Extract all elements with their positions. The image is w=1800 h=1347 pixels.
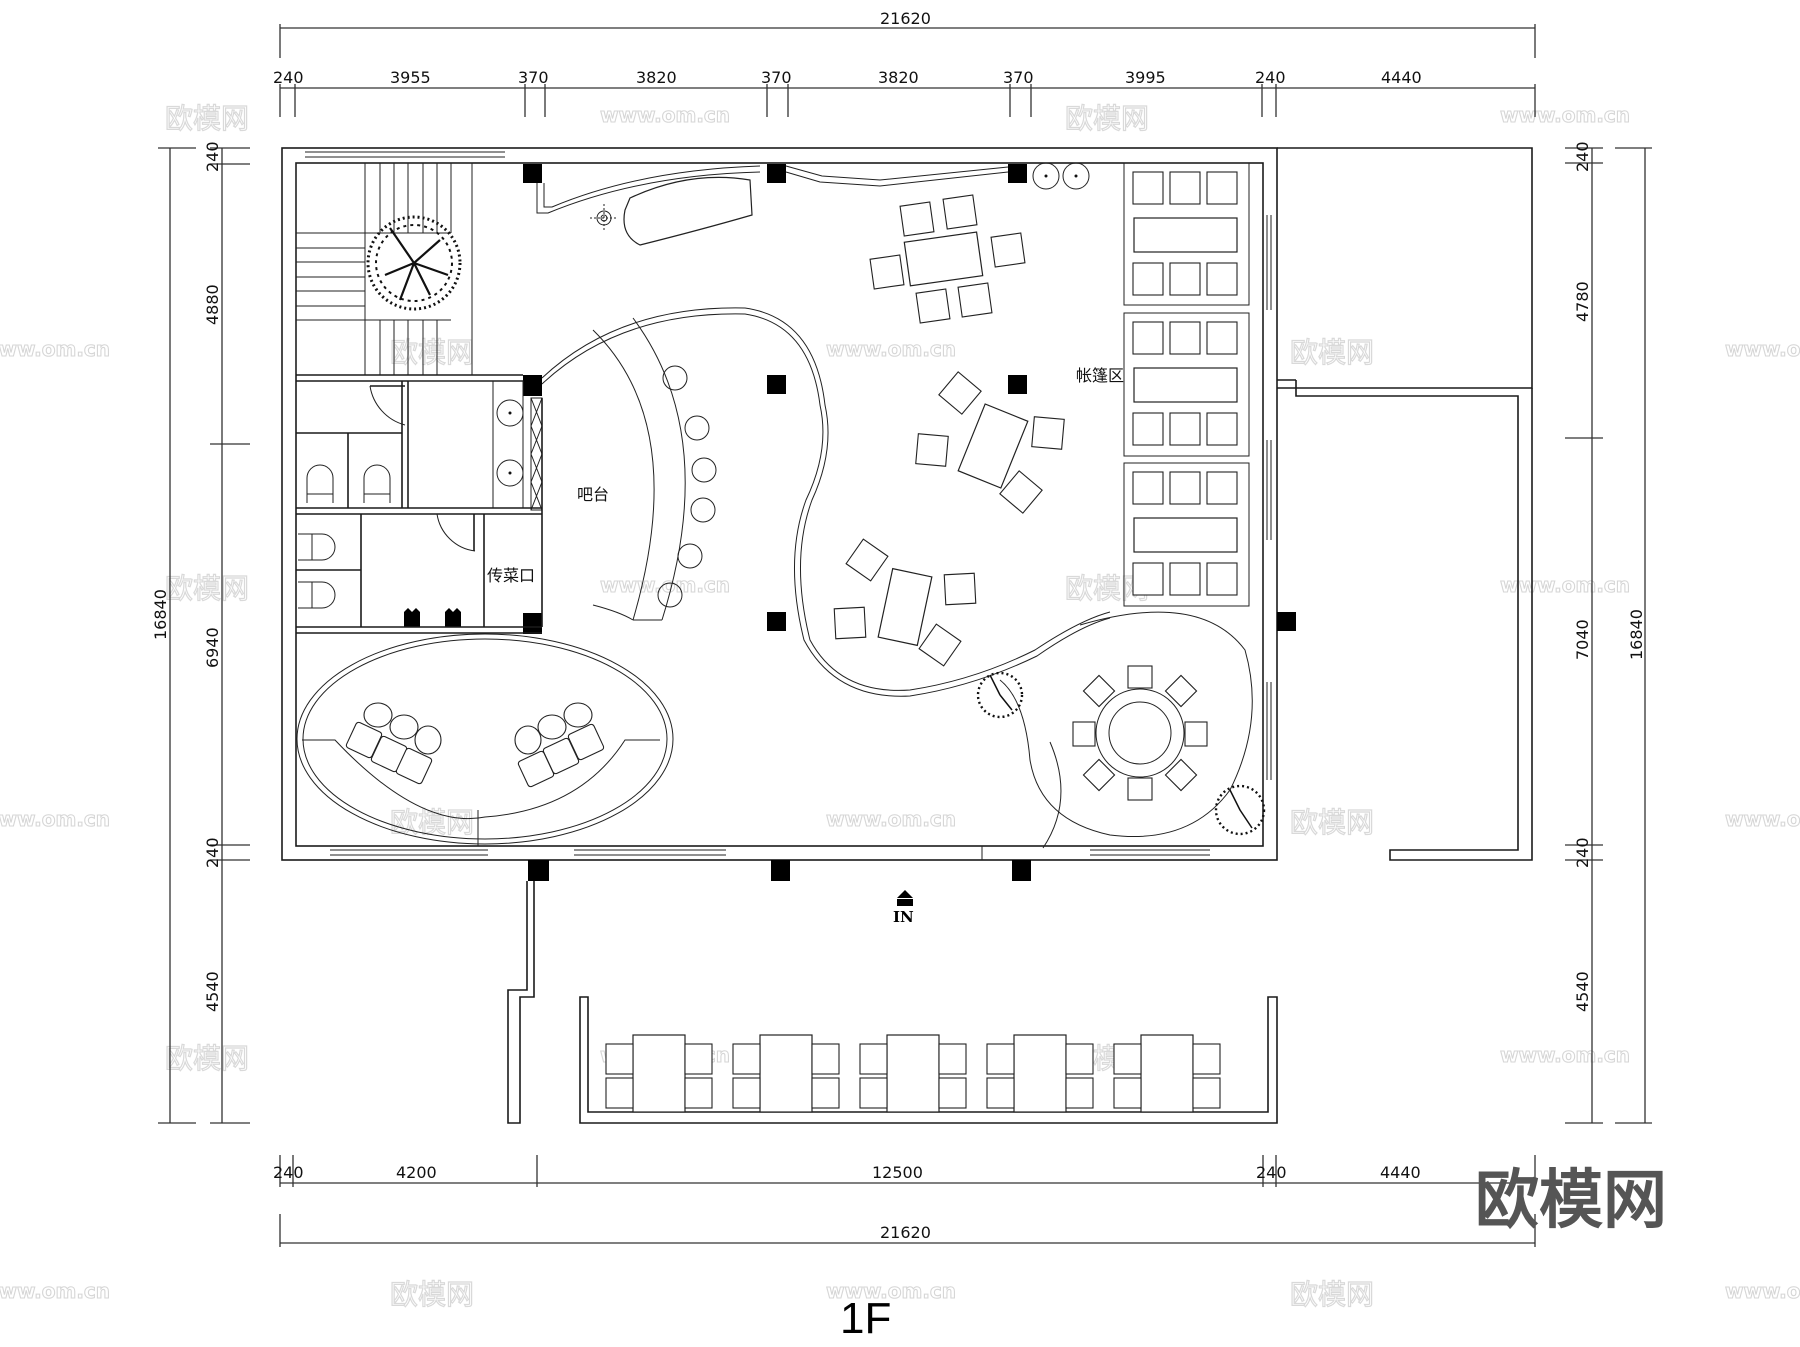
svg-text:240: 240 — [1573, 141, 1592, 172]
reception-area — [536, 162, 1090, 246]
svg-text:6940: 6940 — [203, 627, 222, 668]
svg-text:欧模网: 欧模网 — [1065, 102, 1149, 135]
svg-text:4200: 4200 — [396, 1163, 437, 1182]
svg-text:4440: 4440 — [1381, 68, 1422, 87]
svg-text:4880: 4880 — [203, 284, 222, 325]
svg-text:欧模网: 欧模网 — [390, 336, 474, 369]
svg-text:3820: 3820 — [636, 68, 677, 87]
compass-marker-icon — [590, 204, 618, 232]
staircase — [295, 162, 473, 376]
building-shell — [281, 147, 1278, 861]
svg-text:www.om.cn: www.om.cn — [1725, 337, 1800, 361]
right-total-dim: 16840 — [1627, 609, 1646, 660]
left-total-dim: 16840 — [151, 589, 170, 640]
tent-area: 帐篷区 — [1076, 162, 1250, 607]
terrace-tables — [605, 1034, 1221, 1113]
svg-text:www.om.cn: www.om.cn — [1500, 573, 1630, 597]
left-dimensions: 16840 240 4880 6940 240 4540 — [151, 141, 250, 1124]
floor-title: 1F — [840, 1294, 891, 1343]
svg-text:4540: 4540 — [1573, 971, 1592, 1012]
svg-text:240: 240 — [203, 837, 222, 868]
entrance: IN — [893, 890, 914, 926]
svg-text:欧模网: 欧模网 — [165, 1042, 249, 1075]
bar-counter: 吧台 — [541, 307, 1111, 697]
svg-text:240: 240 — [1256, 1163, 1287, 1182]
svg-text:12500: 12500 — [872, 1163, 923, 1182]
svg-text:4440: 4440 — [1380, 1163, 1421, 1182]
sofa-group-left — [345, 702, 442, 785]
booth — [1123, 462, 1250, 607]
svg-text:www.om.cn: www.om.cn — [600, 103, 730, 127]
svg-text:欧模网: 欧模网 — [390, 806, 474, 839]
svg-text:www.om.cn: www.om.cn — [826, 1279, 956, 1303]
dining-group-top — [869, 194, 1026, 324]
booth — [1123, 312, 1250, 457]
svg-text:370: 370 — [1003, 68, 1034, 87]
right-annex — [1277, 147, 1533, 861]
svg-text:www.om.cn: www.om.cn — [0, 337, 110, 361]
shrub-icon — [976, 671, 1266, 836]
tree-icon — [366, 215, 462, 311]
svg-text:www.om.cn: www.om.cn — [1500, 103, 1630, 127]
booth — [1123, 162, 1250, 306]
svg-text:www.om.cn: www.om.cn — [1725, 1279, 1800, 1303]
right-dimensions: 240 4780 7040 240 4540 16840 — [1565, 141, 1652, 1124]
restrooms: 传菜口 — [296, 374, 543, 634]
svg-text:www.om.cn: www.om.cn — [0, 1279, 110, 1303]
svg-text:370: 370 — [761, 68, 792, 87]
sofa-group-right — [514, 702, 605, 788]
svg-text:欧模网: 欧模网 — [165, 572, 249, 605]
terrace — [507, 881, 1278, 1124]
svg-text:www.om.cn: www.om.cn — [0, 807, 110, 831]
svg-text:240: 240 — [1573, 837, 1592, 868]
lounge-area — [296, 633, 674, 846]
svg-text:欧模网: 欧模网 — [390, 1278, 474, 1311]
round-table-area — [976, 611, 1266, 849]
svg-text:7040: 7040 — [1573, 619, 1592, 660]
svg-text:www.om.cn: www.om.cn — [1725, 807, 1800, 831]
dining-group-lower — [833, 538, 977, 667]
bottom-dimensions: 240 4200 12500 240 4440 21620 — [273, 1155, 1536, 1247]
svg-text:3995: 3995 — [1125, 68, 1166, 87]
tent-area-label: 帐篷区 — [1076, 366, 1124, 385]
bar-label: 吧台 — [577, 485, 609, 504]
bar-stool-icon — [657, 365, 717, 608]
dining-group-middle — [915, 371, 1065, 514]
bottom-total-dim: 21620 — [880, 1223, 931, 1242]
svg-text:www.om.cn: www.om.cn — [600, 573, 730, 597]
entrance-label: IN — [893, 908, 914, 926]
round-table-chair-icon — [1072, 665, 1208, 801]
sink-icon — [496, 399, 524, 487]
svg-text:欧模网: 欧模网 — [165, 102, 249, 135]
svg-text:4540: 4540 — [203, 971, 222, 1012]
structural-columns — [523, 164, 1296, 881]
brand-logo: 欧模网 — [1475, 1164, 1667, 1238]
svg-text:3955: 3955 — [390, 68, 431, 87]
svg-text:欧模网: 欧模网 — [1290, 806, 1374, 839]
svg-text:4780: 4780 — [1573, 281, 1592, 322]
svg-text:3820: 3820 — [878, 68, 919, 87]
svg-text:240: 240 — [203, 141, 222, 172]
top-dimensions: 21620 240 3955 370 3820 370 3820 370 399… — [273, 9, 1536, 117]
svg-text:www.om.cn: www.om.cn — [826, 807, 956, 831]
entrance-arrow-icon — [897, 890, 913, 906]
svg-text:240: 240 — [273, 1163, 304, 1182]
serving-window-label: 传菜口 — [487, 566, 535, 585]
top-total-dim: 21620 — [880, 9, 931, 28]
svg-text:370: 370 — [518, 68, 549, 87]
svg-text:www.om.cn: www.om.cn — [1500, 1043, 1630, 1067]
svg-text:240: 240 — [273, 68, 304, 87]
svg-text:欧模网: 欧模网 — [1290, 336, 1374, 369]
toilet-icon — [306, 464, 391, 503]
svg-text:欧模网: 欧模网 — [1290, 1278, 1374, 1311]
svg-text:www.om.cn: www.om.cn — [826, 337, 956, 361]
svg-text:240: 240 — [1255, 68, 1286, 87]
